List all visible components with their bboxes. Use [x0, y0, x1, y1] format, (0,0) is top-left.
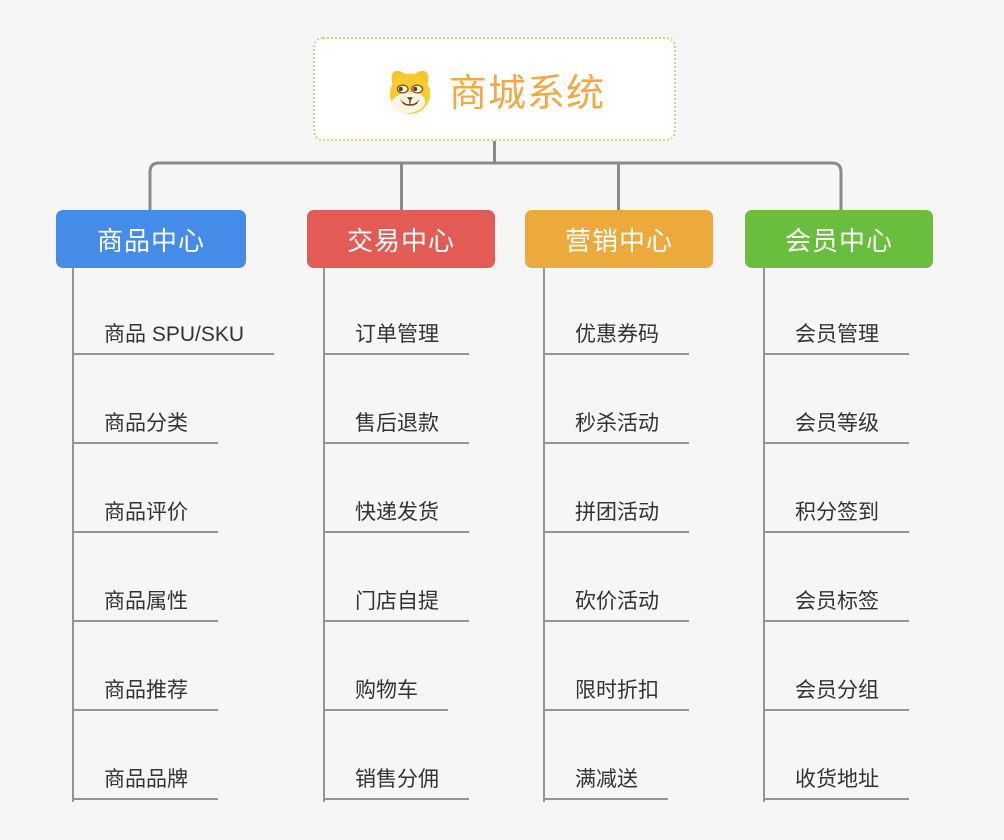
leaf-node[interactable]: 会员分组 [763, 667, 909, 711]
leaf-node[interactable]: 售后退款 [323, 400, 469, 444]
leaf-node[interactable]: 优惠券码 [543, 311, 689, 355]
leaf-node[interactable]: 会员等级 [763, 400, 909, 444]
root-node[interactable]: 商城系统 [313, 37, 676, 141]
leaf-node[interactable]: 商品推荐 [72, 667, 218, 711]
dog-face-icon [389, 70, 431, 114]
leaf-node[interactable]: 限时折扣 [543, 667, 689, 711]
leaf-node[interactable]: 秒杀活动 [543, 400, 689, 444]
branch-column-product-center: 商品 SPU/SKU 商品分类 商品评价 商品属性 商品推荐 商品品牌 [72, 268, 372, 813]
leaf-node[interactable]: 快递发货 [323, 489, 469, 533]
trunk-line [763, 268, 765, 802]
leaf-node[interactable]: 购物车 [323, 667, 448, 711]
root-title: 商城系统 [448, 72, 605, 115]
leaf-node[interactable]: 砍价活动 [543, 578, 689, 622]
branch-column-trade-center: 订单管理 售后退款 快递发货 门店自提 购物车 销售分佣 [323, 268, 623, 813]
leaf-node[interactable]: 订单管理 [323, 311, 469, 355]
leaf-node[interactable]: 收货地址 [763, 756, 909, 800]
leaf-node[interactable]: 商品 SPU/SKU [72, 311, 275, 355]
leaf-node[interactable]: 积分签到 [763, 489, 909, 533]
branch-node-trade-center[interactable]: 交易中心 [307, 210, 495, 268]
leaf-node[interactable]: 会员管理 [763, 311, 909, 355]
leaf-node[interactable]: 商品品牌 [72, 756, 218, 800]
leaf-node[interactable]: 会员标签 [763, 578, 909, 622]
branch-column-marketing-center: 优惠券码 秒杀活动 拼团活动 砍价活动 限时折扣 满减送 [543, 268, 843, 813]
trunk-line [543, 268, 545, 802]
leaf-node[interactable]: 商品评价 [72, 489, 218, 533]
leaf-node[interactable]: 商品属性 [72, 578, 218, 622]
leaf-node[interactable]: 销售分佣 [323, 756, 469, 800]
trunk-line [72, 268, 74, 802]
trunk-line [323, 268, 325, 802]
leaf-node[interactable]: 拼团活动 [543, 489, 689, 533]
branch-node-marketing-center[interactable]: 营销中心 [525, 210, 713, 268]
branch-node-member-center[interactable]: 会员中心 [745, 210, 933, 268]
branch-column-member-center: 会员管理 会员等级 积分签到 会员标签 会员分组 收货地址 [763, 268, 1004, 813]
leaf-node[interactable]: 商品分类 [72, 400, 218, 444]
branch-node-product-center[interactable]: 商品中心 [56, 210, 246, 268]
leaf-node[interactable]: 门店自提 [323, 578, 469, 622]
leaf-node[interactable]: 满减送 [543, 756, 668, 800]
